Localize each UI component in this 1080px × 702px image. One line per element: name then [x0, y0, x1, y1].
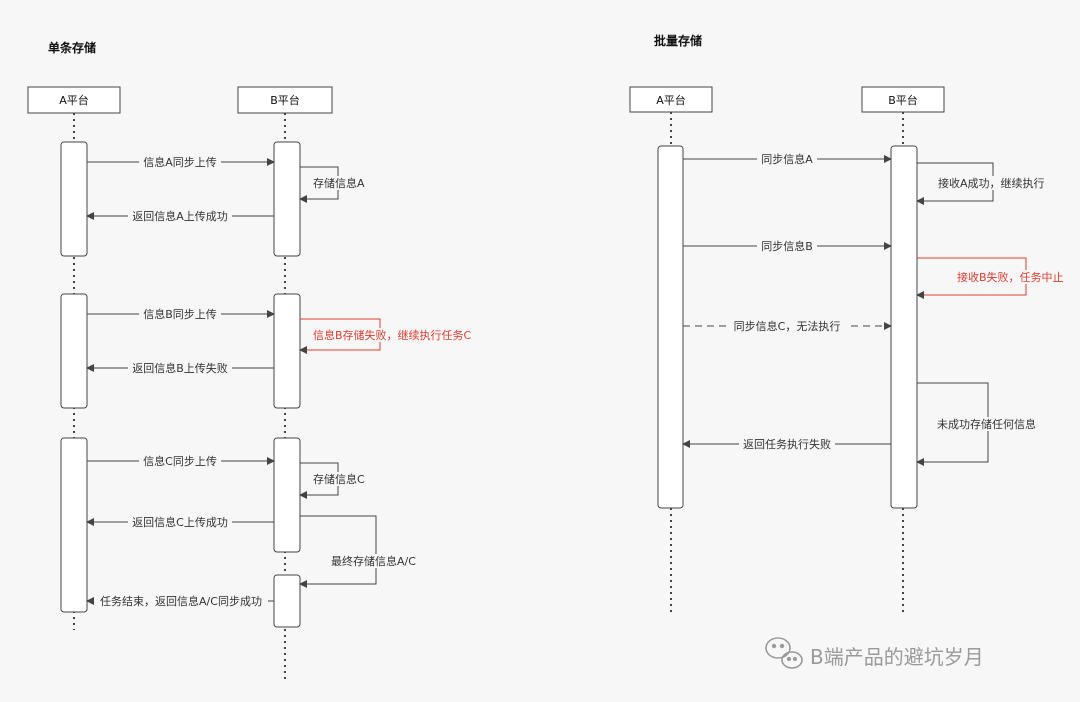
label-bg [310, 328, 476, 342]
return-label-4: 任务结束，返回信息A/C同步成功 [100, 594, 262, 608]
watermark-text: B端产品的避坑岁月 [810, 645, 984, 669]
activation-a-2 [60, 293, 88, 409]
batch-self-label-2-error: 接收B失败，任务中止 [957, 270, 1064, 284]
self-label-4: 最终存储信息A/C [331, 554, 416, 568]
actor-b-label-left: B平台 [270, 93, 300, 107]
actor-b-box-left [237, 86, 333, 114]
batch-storage-diagram: 批量存储 A平台 B平台 同步信息A 接收A成功，继续执行 同步信息B 接收B失… [629, 33, 1070, 615]
batch-message-label-1: 同步信息A [761, 152, 813, 166]
watermark: B端产品的避坑岁月 [765, 637, 984, 669]
return-label-2: 返回信息B上传失败 [132, 361, 228, 375]
label-bg [726, 319, 848, 333]
self-label-1: 存储信息A [313, 176, 365, 190]
actor-a-box-right [629, 86, 713, 113]
actor-b-label-right: B平台 [888, 93, 918, 107]
return-label-3: 返回信息C上传成功 [132, 515, 228, 529]
actor-b-box-right [861, 86, 945, 113]
batch-storage-title: 批量存储 [654, 33, 702, 48]
activation-b-3 [273, 437, 301, 553]
return-label-1: 返回信息A上传成功 [132, 209, 228, 223]
activation-b-right [890, 145, 918, 509]
single-storage-title: 单条存储 [48, 40, 96, 55]
label-bg [139, 155, 221, 169]
label-bg [757, 152, 817, 166]
activation-a-3 [60, 437, 88, 613]
label-bg [128, 209, 232, 223]
message-label-1: 信息A同步上传 [143, 155, 217, 169]
label-bg [311, 176, 369, 190]
label-bg [328, 554, 424, 568]
label-bg [311, 472, 369, 486]
actor-a-label-left: A平台 [59, 93, 89, 107]
batch-message-label-2: 同步信息B [761, 239, 813, 253]
activation-b-4 [273, 574, 301, 628]
label-bg [128, 515, 232, 529]
activation-a-1 [60, 141, 88, 257]
label-bg [139, 454, 221, 468]
batch-self-label-3: 未成功存储任何信息 [937, 417, 1036, 431]
self-label-2-error: 信息B存储失败，继续执行任务C [313, 328, 472, 342]
message-label-2: 信息B同步上传 [143, 307, 217, 321]
label-bg [94, 594, 268, 608]
self-label-3: 存储信息C [313, 472, 365, 486]
label-bg [739, 437, 835, 451]
batch-return-label-1: 返回任务执行失败 [743, 437, 831, 451]
activation-b-2 [273, 293, 301, 409]
label-bg [936, 176, 1050, 190]
self-arrow-4 [299, 515, 377, 588]
message-label-3: 信息C同步上传 [143, 454, 217, 468]
wechat-icon [765, 637, 803, 669]
batch-message-label-3: 同步信息C，无法执行 [734, 319, 841, 333]
label-bg [954, 270, 1070, 284]
batch-self-label-1: 接收A成功，继续执行 [938, 176, 1045, 190]
single-storage-diagram: 单条存储 A平台 B平台 信息A同步上传 存储信息A 返回信息A上传成功 [27, 40, 476, 680]
label-bg [757, 239, 817, 253]
label-bg [128, 361, 232, 375]
label-bg [935, 417, 1043, 431]
activation-a-right [657, 145, 684, 509]
actor-a-box-left [27, 86, 121, 114]
label-bg [139, 307, 221, 321]
activation-b-1 [273, 141, 301, 257]
actor-a-label-right: A平台 [656, 93, 686, 107]
